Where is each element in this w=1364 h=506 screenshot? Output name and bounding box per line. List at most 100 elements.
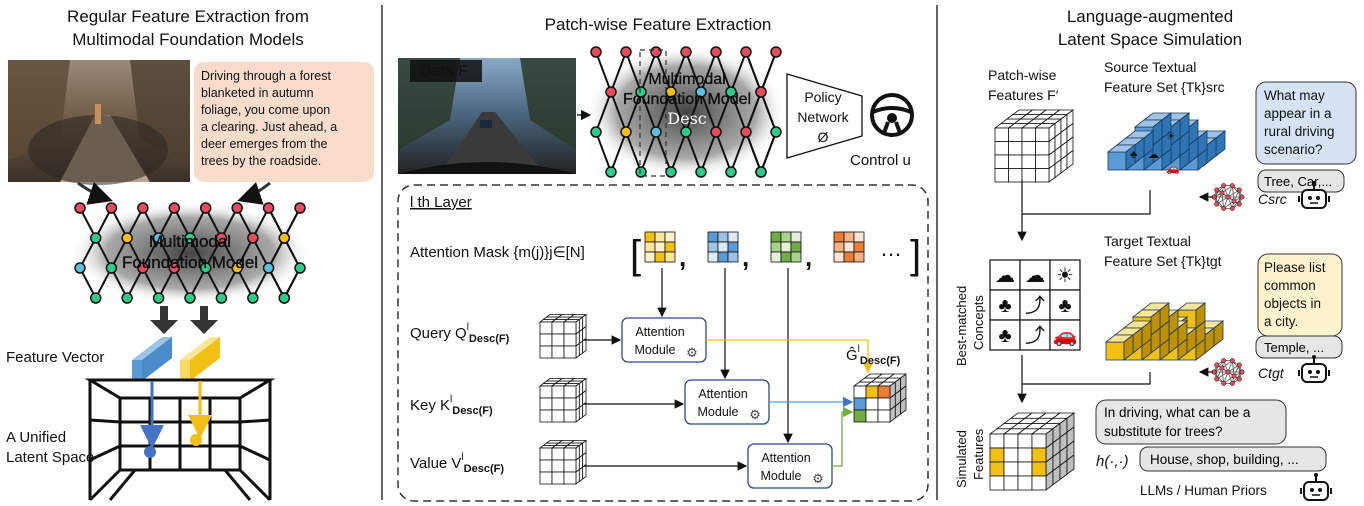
best-matched-line1: Best-matched <box>954 286 969 366</box>
brain-node <box>1236 376 1242 382</box>
down-arrow-right <box>190 306 218 334</box>
network-edge <box>610 91 627 133</box>
robot-head <box>1301 363 1327 383</box>
attention-module-key[interactable]: Attention Module ⚙ <box>684 379 770 425</box>
robot-eye <box>1310 488 1314 492</box>
data-label: Data F <box>420 63 468 80</box>
source-answer-bubble: Tree, Car,... <box>1257 169 1345 193</box>
cube-front-cell <box>551 409 565 423</box>
patchwise-line1: Patch-wise <box>988 67 1057 83</box>
cube-front-cell <box>563 385 577 399</box>
source-line2: Feature Set {Tk}src <box>1104 79 1225 95</box>
mask-cell <box>790 241 802 253</box>
mask-cell <box>644 251 656 263</box>
cube-front-cell <box>865 397 879 411</box>
brain-network-icon <box>1211 358 1245 386</box>
driving-answer-bubble: House, shop, building, ... <box>1139 446 1327 472</box>
cube-front-cell <box>1003 447 1019 463</box>
brain-node <box>1214 201 1220 207</box>
policy-line3: Ø <box>818 129 829 145</box>
bracket-right: ] <box>910 233 921 277</box>
svg-text:What may appear in a: What may appear in a rural driving scena… <box>1264 88 1338 157</box>
feature-vector-label: Feature Vector <box>6 349 104 366</box>
mask-cell <box>727 251 739 263</box>
caption-text: Driving through a forest blanketed in au… <box>201 69 341 168</box>
network-edge <box>670 91 687 133</box>
mask-comma: , <box>679 242 686 272</box>
cube-front-cell <box>1031 433 1047 449</box>
cube-front-cell <box>877 385 891 399</box>
network-node <box>294 202 306 214</box>
network-node <box>137 262 149 274</box>
network-node <box>635 86 647 98</box>
foundation-model-network <box>70 202 310 304</box>
concept-icon: ⤴ <box>1025 294 1045 317</box>
brain-node <box>1214 362 1220 368</box>
cube-front-cell <box>1003 433 1019 449</box>
mask-cell <box>707 241 719 253</box>
cube-side-cell <box>1066 149 1074 170</box>
mid-model-line2: Foundation Model <box>623 91 751 108</box>
network-node <box>695 166 707 178</box>
block-front <box>1105 341 1125 361</box>
mask-cell <box>770 251 782 263</box>
cube-front-cell <box>877 409 891 423</box>
concept-icon-grid: ☁☁☀♣⤴♣♣⤴🚗 <box>989 259 1081 351</box>
cube-front-cell <box>539 333 553 347</box>
svg-text:Module: Module <box>635 343 676 357</box>
robot-icon <box>1298 355 1330 383</box>
network-node <box>262 202 275 214</box>
block-side <box>1195 302 1206 329</box>
svg-text:Tree, Car,...: Tree, Car,... <box>1264 174 1332 189</box>
network-node <box>152 232 165 244</box>
policy-line2: Network <box>797 109 849 125</box>
network-node <box>755 166 767 178</box>
mask-cell <box>833 241 845 253</box>
cube-front-cell <box>994 168 1009 183</box>
cube-front-cell <box>551 459 565 473</box>
mask-cell <box>727 241 739 253</box>
attention-module-query[interactable]: Attention Module ⚙ <box>621 317 707 363</box>
block-side <box>1125 144 1136 171</box>
network-node <box>605 86 617 98</box>
cube-front-cell <box>1003 475 1019 491</box>
mask-cell <box>664 231 676 243</box>
network-node <box>294 262 306 274</box>
network-node <box>695 86 707 98</box>
cube-front-cell <box>1035 141 1050 156</box>
qkv-cubes <box>538 313 588 485</box>
network-node <box>710 126 722 138</box>
svg-text:Attention: Attention <box>761 451 810 465</box>
mask-comma: , <box>742 242 749 272</box>
cube-front-cell <box>1035 154 1050 169</box>
brain-edge <box>1231 360 1235 377</box>
network-edge <box>715 131 732 173</box>
mask-cell <box>644 231 656 243</box>
concept-icon: ☁ <box>995 265 1015 287</box>
forest-road-photo <box>8 60 190 185</box>
network-node <box>262 262 275 274</box>
network-node <box>635 166 647 178</box>
cube-front-cell <box>1008 127 1023 142</box>
network-node <box>755 86 767 98</box>
network-edge <box>745 51 762 93</box>
cube-side-cell <box>578 404 584 421</box>
network-node <box>590 126 602 138</box>
mask-cell <box>843 231 855 243</box>
network-edge <box>640 131 657 173</box>
left-model-line1: Multimodal <box>149 232 231 251</box>
cube-front-cell <box>563 345 577 359</box>
c-src-label: Csrc <box>1258 191 1287 207</box>
mask-cell <box>644 241 656 253</box>
attention-module-value[interactable]: Attention Module ⚙ <box>747 443 833 489</box>
network-edge <box>640 91 657 133</box>
brain-node <box>1221 183 1227 189</box>
mask-cell <box>790 231 802 243</box>
network-node <box>105 202 118 214</box>
cube-front-cell <box>1021 168 1036 183</box>
target-line1: Target Textual <box>1104 233 1191 249</box>
mid-model-line3: Desc <box>667 109 707 128</box>
network-node <box>215 292 228 304</box>
data-label-bg <box>410 60 482 82</box>
